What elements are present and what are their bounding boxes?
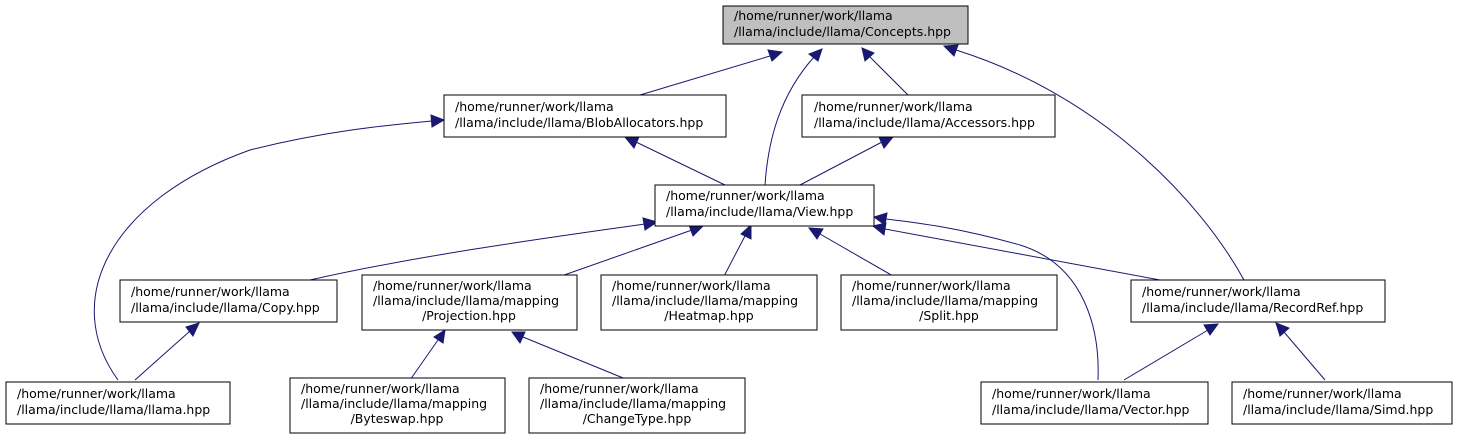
edge-vector-to-recordref <box>1123 323 1220 381</box>
node-concepts-line1: /home/runner/work/llama <box>734 8 893 23</box>
edge-copy-to-view <box>309 217 659 281</box>
node-vector-line2: /llama/include/llama/Vector.hpp <box>992 402 1190 417</box>
node-view-hpp[interactable]: /home/runner/work/llama /llama/include/l… <box>654 184 875 227</box>
edge-view-to-blob <box>623 136 726 186</box>
edge-accessors-to-concepts <box>861 47 909 96</box>
node-projection-hpp[interactable]: /home/runner/work/llama /llama/include/l… <box>361 274 578 331</box>
node-copy-line1: /home/runner/work/llama <box>131 284 290 299</box>
edge-view-to-accessors <box>799 136 895 186</box>
node-heatmap-hpp[interactable]: /home/runner/work/llama /llama/include/l… <box>600 274 818 331</box>
node-llama-hpp[interactable]: /home/runner/work/llama /llama/include/l… <box>5 381 231 425</box>
edge-byteswap-to-projection <box>409 328 446 381</box>
node-split-line1: /home/runner/work/llama <box>852 278 1011 293</box>
node-projection-line1: /home/runner/work/llama <box>373 278 532 293</box>
edge-split-to-view <box>807 227 901 281</box>
edge-blob-to-concepts <box>639 49 784 96</box>
node-heatmap-line1: /home/runner/work/llama <box>612 278 771 293</box>
node-byteswap-line3: /Byteswap.hpp <box>351 411 444 426</box>
node-blob-allocators-hpp[interactable]: /home/runner/work/llama /llama/include/l… <box>443 94 727 138</box>
node-accessors-line2: /llama/include/llama/Accessors.hpp <box>814 115 1035 130</box>
node-simd-hpp[interactable]: /home/runner/work/llama /llama/include/l… <box>1231 381 1453 425</box>
node-changetype-line2: /llama/include/llama/mapping <box>540 396 726 411</box>
node-heatmap-line3: /Heatmap.hpp <box>664 308 753 323</box>
edge-heatmap-to-view <box>721 223 752 281</box>
edge-simd-to-recordref <box>1275 322 1326 381</box>
node-simd-line1: /home/runner/work/llama <box>1243 386 1402 401</box>
node-concepts-line2: /llama/include/llama/Concepts.hpp <box>734 24 951 39</box>
node-simd-line2: /llama/include/llama/Simd.hpp <box>1243 402 1433 417</box>
edge-recordref-to-concepts <box>942 44 1245 281</box>
node-byteswap-line2: /llama/include/llama/mapping <box>301 396 487 411</box>
node-split-line2: /llama/include/llama/mapping <box>852 293 1038 308</box>
edge-llamahpp-to-blob <box>93 114 446 381</box>
node-blob-line1: /home/runner/work/llama <box>455 99 614 114</box>
edge-changetype-to-projection <box>511 331 629 381</box>
node-vector-line1: /home/runner/work/llama <box>992 386 1151 401</box>
node-changetype-hpp[interactable]: /home/runner/work/llama /llama/include/l… <box>528 377 746 434</box>
edge-llamahpp-to-copy <box>134 322 200 381</box>
node-byteswap-line1: /home/runner/work/llama <box>301 381 460 396</box>
node-projection-line2: /llama/include/llama/mapping <box>373 293 559 308</box>
node-concepts-hpp[interactable]: /home/runner/work/llama /llama/include/l… <box>722 5 969 45</box>
edges <box>93 44 1326 381</box>
node-recordref-line1: /home/runner/work/llama <box>1142 284 1301 299</box>
node-accessors-hpp[interactable]: /home/runner/work/llama /llama/include/l… <box>801 94 1056 138</box>
nodes: /home/runner/work/llama /llama/include/l… <box>5 5 1453 434</box>
node-recordref-line2: /llama/include/llama/RecordRef.hpp <box>1142 300 1363 315</box>
node-view-line2: /llama/include/llama/View.hpp <box>666 204 853 219</box>
node-llamahpp-line2: /llama/include/llama/llama.hpp <box>17 402 210 417</box>
node-split-line3: /Split.hpp <box>919 308 979 323</box>
node-vector-hpp[interactable]: /home/runner/work/llama /llama/include/l… <box>980 381 1209 425</box>
node-llamahpp-line1: /home/runner/work/llama <box>17 386 176 401</box>
node-copy-line2: /llama/include/llama/Copy.hpp <box>131 300 320 315</box>
edge-view-to-concepts <box>764 48 823 186</box>
edge-projection-to-view <box>549 224 705 281</box>
node-copy-hpp[interactable]: /home/runner/work/llama /llama/include/l… <box>119 279 338 323</box>
edge-vector-to-view <box>872 212 1099 381</box>
node-heatmap-line2: /llama/include/llama/mapping <box>612 293 798 308</box>
node-accessors-line1: /home/runner/work/llama <box>814 99 973 114</box>
node-split-hpp[interactable]: /home/runner/work/llama /llama/include/l… <box>840 274 1058 331</box>
edge-recordref-to-view <box>871 222 1161 281</box>
node-changetype-line3: /ChangeType.hpp <box>583 411 692 426</box>
node-recordref-hpp[interactable]: /home/runner/work/llama /llama/include/l… <box>1130 279 1386 323</box>
node-byteswap-hpp[interactable]: /home/runner/work/llama /llama/include/l… <box>289 377 506 434</box>
node-changetype-line1: /home/runner/work/llama <box>540 381 699 396</box>
node-view-line1: /home/runner/work/llama <box>666 188 825 203</box>
node-blob-line2: /llama/include/llama/BlobAllocators.hpp <box>455 115 703 130</box>
node-projection-line3: /Projection.hpp <box>422 308 516 323</box>
